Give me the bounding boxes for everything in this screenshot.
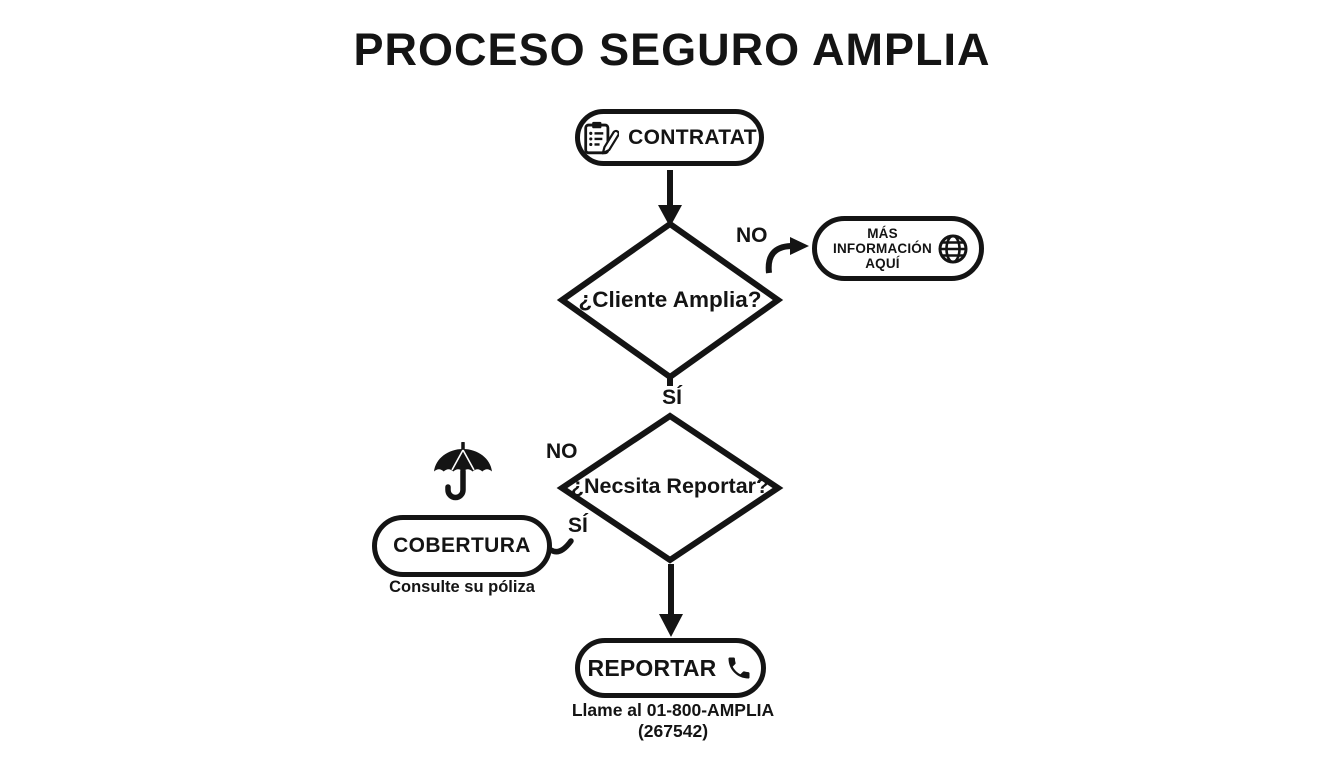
arrow-contratar-to-cliente (658, 170, 682, 227)
node-contratar: CONTRATAT (575, 109, 764, 166)
reportar-decision-diamond (556, 412, 784, 564)
reportar-caption: Llame al 01-800-AMPLIA (267542) (571, 700, 775, 741)
contract-clipboard-icon (584, 121, 620, 154)
cliente-decision-diamond (556, 220, 784, 381)
mas-informacion-label: MÁS INFORMACIÓN AQUÍ (833, 226, 932, 271)
umbrella-icon (434, 441, 492, 501)
arrow-cliente-no-curve (765, 237, 809, 274)
node-mas-informacion: MÁS INFORMACIÓN AQUÍ (812, 216, 984, 281)
edge-label-reportar-no: NO (546, 440, 578, 463)
node-reportar: REPORTAR (575, 638, 766, 698)
mas-informacion-line3: AQUÍ (865, 256, 900, 272)
arrow-decision-to-reportar (659, 564, 683, 637)
cobertura-label: COBERTURA (393, 534, 531, 557)
edge-label-cliente-si: SÍ (662, 386, 682, 409)
edge-reportar-si-curve (548, 538, 574, 555)
node-cobertura: COBERTURA (372, 515, 552, 577)
reportar-decision-question: ¿Necsita Reportar? (570, 474, 770, 498)
page-title: PROCESO SEGURO AMPLIA (353, 24, 991, 75)
mas-informacion-line2: INFORMACIÓN (833, 240, 932, 256)
contratar-label: CONTRATAT (628, 125, 757, 149)
globe-icon (938, 234, 968, 263)
reportar-label: REPORTAR (587, 654, 717, 681)
mas-informacion-line1: MÁS (867, 225, 898, 241)
edge-label-reportar-si: SÍ (568, 514, 588, 537)
cobertura-caption: Consulte su póliza (389, 578, 535, 596)
phone-icon (728, 657, 750, 679)
cliente-decision-question: ¿Cliente Amplia? (578, 287, 762, 312)
edge-label-cliente-no: NO (736, 224, 768, 247)
umbrella-icon-wrap (431, 441, 495, 508)
